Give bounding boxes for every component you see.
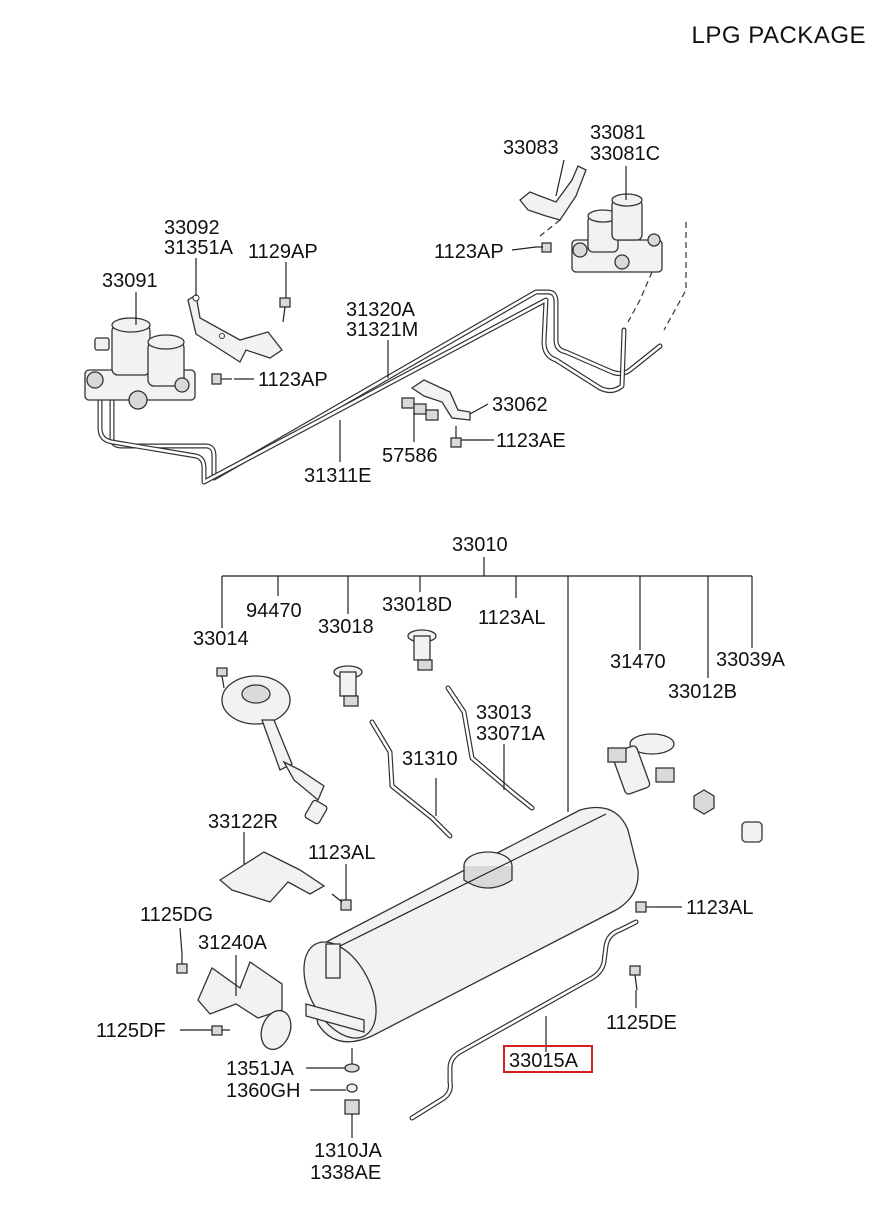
label-94470: 94470 <box>246 600 302 622</box>
label-33092: 33092 <box>164 217 220 239</box>
label-57586: 57586 <box>382 445 438 467</box>
bolt-1123al-right <box>635 901 656 913</box>
label-1123ae: 1123AE <box>496 430 566 452</box>
label-31310: 31310 <box>402 748 458 770</box>
label-33015a: 33015A <box>509 1050 579 1072</box>
fitting-33018 <box>333 665 453 839</box>
label-31351a: 31351A <box>164 237 234 259</box>
label-31311e: 31311E <box>304 465 371 487</box>
label-33091: 33091 <box>102 270 158 292</box>
diagram-title: LPG PACKAGE <box>691 22 866 49</box>
label-33018: 33018 <box>318 616 374 638</box>
nut-33012b <box>693 789 715 815</box>
lpg-tank-33010 <box>303 806 639 1043</box>
bolt-1125df <box>211 1025 230 1036</box>
label-1351ja: 1351JA <box>226 1058 294 1080</box>
dash-leader-b <box>663 222 687 331</box>
fuel-line-31311e <box>97 297 627 485</box>
bolt-1123ap-left <box>211 373 232 385</box>
nut-1310ja <box>344 1099 360 1115</box>
label-1310ja: 1310JA <box>314 1140 382 1162</box>
clamp-57586 <box>401 397 439 421</box>
label-1123ap-top: 1123AP <box>434 241 504 263</box>
bracket-33122r <box>218 851 326 903</box>
lower-leaders <box>179 744 682 1138</box>
label-1125dg: 1125DG <box>140 904 213 926</box>
fuel-line-assembly <box>84 165 687 485</box>
label-31320a: 31320A <box>346 299 416 321</box>
spacer-1360gh <box>346 1083 358 1093</box>
label-1123al-top: 1123AL <box>478 607 545 629</box>
strap-33015a <box>409 919 639 1121</box>
label-33083: 33083 <box>503 137 559 159</box>
label-33013: 33013 <box>476 702 532 724</box>
label-33039a: 33039A <box>716 649 786 671</box>
label-33081: 33081 <box>590 122 646 144</box>
label-33014: 33014 <box>193 628 249 650</box>
upper-leaders <box>135 159 627 462</box>
bolt-1123ap-top <box>536 242 552 253</box>
label-1360gh: 1360GH <box>226 1080 301 1102</box>
label-31240a: 31240A <box>198 932 268 954</box>
label-1125df: 1125DF <box>96 1020 166 1042</box>
label-33122r: 33122R <box>208 811 278 833</box>
solenoid-valve-33081 <box>571 193 663 273</box>
callout-labels: 33083 33081 33081C 33092 31351A 1129AP 1… <box>96 122 786 1184</box>
bracket-31240a <box>197 960 292 1051</box>
label-1123al-mid: 1123AL <box>308 842 375 864</box>
valve-31470 <box>607 733 675 795</box>
bolt-1125de <box>629 965 641 991</box>
bracket-33092 <box>187 293 283 363</box>
bolt-33014 <box>216 667 228 689</box>
solenoid-valve-33091 <box>84 317 196 410</box>
valve-94470 <box>221 675 328 825</box>
label-33012b: 33012B <box>668 681 737 703</box>
callout-tree-33010 <box>221 557 753 812</box>
bolt-1129ap <box>279 297 291 323</box>
clip-33062 <box>410 379 471 421</box>
cap-33039a <box>741 821 763 843</box>
label-1125de: 1125DE <box>606 1012 677 1034</box>
washer-1351ja <box>344 1048 360 1073</box>
label-1129ap: 1129AP <box>248 241 318 263</box>
fitting-33018d <box>407 629 535 811</box>
label-33081c: 33081C <box>590 143 660 165</box>
label-33062: 33062 <box>492 394 548 416</box>
bolt-1125dg <box>176 954 188 974</box>
label-33010: 33010 <box>452 534 508 556</box>
label-1123ap-left: 1123AP <box>258 369 328 391</box>
dash-leader-a <box>539 219 561 237</box>
label-1338ae: 1338AE <box>310 1162 381 1184</box>
label-31321m: 31321M <box>346 319 418 341</box>
bolt-1123al-mid <box>331 893 352 911</box>
highlight-box-33015a <box>503 1045 593 1073</box>
bolt-1123ae <box>450 426 462 448</box>
label-33018d: 33018D <box>382 594 452 616</box>
label-1123al-right: 1123AL <box>686 897 753 919</box>
dash-leader-c <box>627 271 653 323</box>
label-33071a: 33071A <box>476 723 546 745</box>
bracket-33083 <box>519 165 587 221</box>
label-31470: 31470 <box>610 651 666 673</box>
